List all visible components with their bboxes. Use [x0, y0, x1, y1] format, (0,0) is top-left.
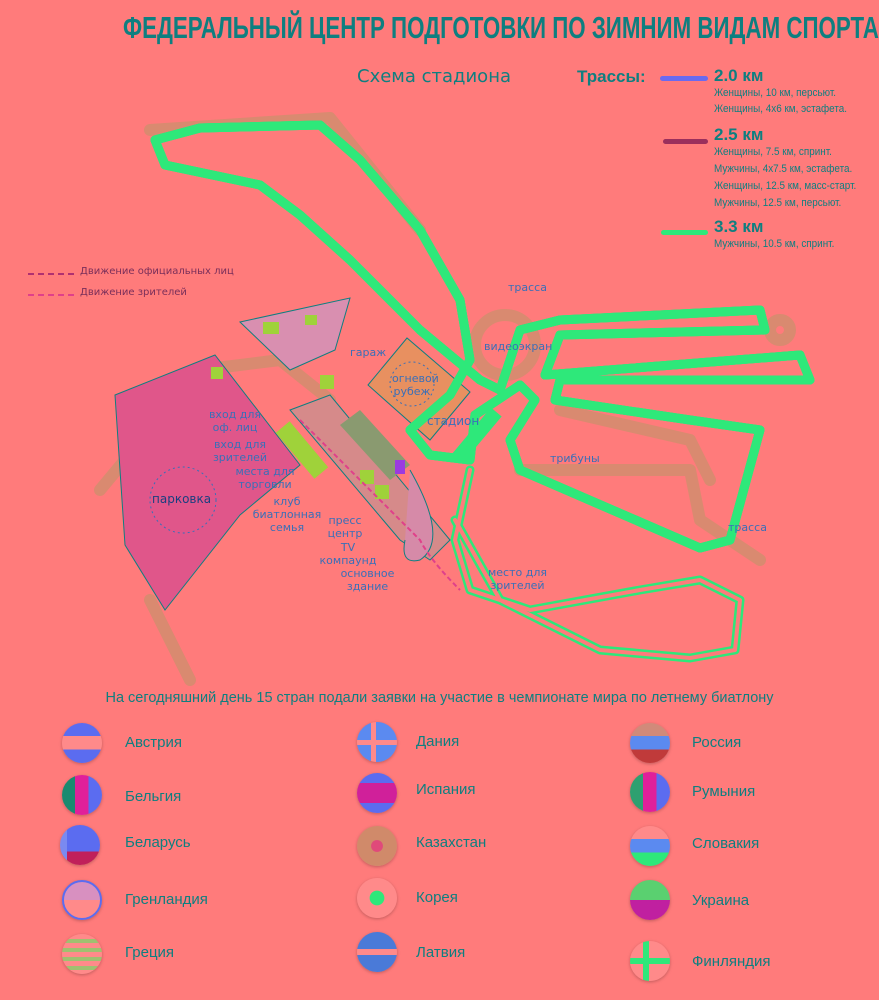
label-main-building: основное здание	[340, 567, 395, 593]
country-name: Украина	[692, 892, 750, 909]
country-name: Словакия	[692, 835, 760, 852]
label-spectator-place: место для зрителей	[487, 566, 547, 592]
track-main	[150, 120, 815, 553]
label-entry-spectators: вход для зрителей	[212, 438, 268, 464]
flag-latvia-icon	[357, 932, 397, 972]
label-entry-officials: вход для оф. лиц	[208, 408, 262, 434]
flag-russia-icon	[630, 723, 670, 763]
stadium-map	[94, 112, 815, 686]
label-trade: места для торговли	[235, 465, 295, 491]
track-event: Женщины, 10 км, персьют.	[714, 87, 837, 99]
intro-text: На сегодняшний день 15 стран подали заяв…	[105, 690, 774, 706]
country-name: Румыния	[692, 783, 756, 800]
flag-korea-icon	[357, 878, 397, 918]
country-name: Латвия	[416, 944, 466, 961]
flag-kazakhstan-icon	[357, 826, 397, 866]
track-event: Мужчины, 4х7.5 км, эстафета.	[714, 163, 853, 175]
country-name: Беларусь	[125, 834, 191, 851]
flag-romania-icon	[630, 772, 670, 812]
tracks-heading: Трассы:	[577, 67, 646, 86]
track-swatch	[660, 76, 708, 81]
label-track: трасса	[728, 521, 767, 534]
country-name: Казахстан	[416, 834, 487, 851]
track-event: Женщины, 4х6 км, эстафета.	[714, 103, 848, 115]
flag-spain-icon	[357, 773, 397, 813]
flag-finland-icon	[630, 941, 670, 981]
officials-line	[28, 273, 74, 275]
label-firing-line: огневой рубеж	[392, 372, 439, 398]
country-name: Бельгия	[125, 788, 182, 805]
label-stadium: стадион	[427, 414, 480, 428]
scheme-title: Схема стадиона	[357, 66, 511, 87]
flag-greece-icon	[62, 934, 102, 974]
country-name: Гренландия	[125, 891, 208, 908]
label-screen: видеоэкран	[484, 340, 553, 353]
label-stands: трибуны	[550, 452, 600, 465]
label-parking: парковка	[152, 492, 212, 506]
label-track: трасса	[508, 281, 547, 294]
track-event: Мужчины, 12.5 км, персьют.	[714, 197, 842, 209]
country-name: Финляндия	[692, 953, 771, 970]
flag-slovakia-icon	[630, 826, 670, 866]
track-length: 3.3 км	[714, 217, 764, 236]
label-press-center: пресс центр	[327, 514, 363, 540]
flag-ukraine-icon	[630, 880, 670, 920]
track-event: Женщины, 7.5 км, спринт.	[714, 146, 832, 158]
track-length: 2.0 км	[714, 66, 764, 85]
page-title: ФЕДЕРАЛЬНЫЙ ЦЕНТР ПОДГОТОВКИ ПО ЗИМНИМ В…	[123, 10, 879, 45]
track-length: 2.5 км	[714, 125, 764, 144]
firing-line-area	[367, 337, 471, 441]
legend-officials: Движение официальных лиц	[80, 266, 234, 277]
track-event: Женщины, 12.5 км, масс-старт.	[714, 180, 857, 192]
track-swatch	[661, 230, 708, 235]
label-garage: гараж	[350, 346, 387, 359]
country-name: Испания	[416, 781, 476, 798]
garage-area	[238, 297, 351, 371]
country-name: Корея	[416, 889, 458, 906]
country-name: Дания	[416, 733, 460, 750]
flag-greenland-icon	[62, 880, 102, 920]
legend-spectators: Движение зрителей	[80, 287, 187, 298]
label-club: клуб биатлонная семья	[252, 495, 322, 534]
country-name: Австрия	[125, 734, 183, 751]
parking-area	[114, 354, 301, 611]
flag-belgium-icon	[62, 775, 102, 815]
flag-denmark-icon	[357, 722, 397, 762]
country-name: Греция	[125, 944, 175, 961]
flag-austria-icon	[62, 723, 102, 763]
track-swatch	[663, 139, 708, 144]
label-tv-compound: TV компаунд	[319, 541, 377, 567]
spectators-line	[28, 294, 74, 296]
track-event: Мужчины, 10.5 км, спринт.	[714, 238, 835, 250]
track-3-3km	[450, 465, 745, 663]
flag-belarus-icon	[60, 825, 100, 865]
country-name: Россия	[692, 734, 742, 751]
